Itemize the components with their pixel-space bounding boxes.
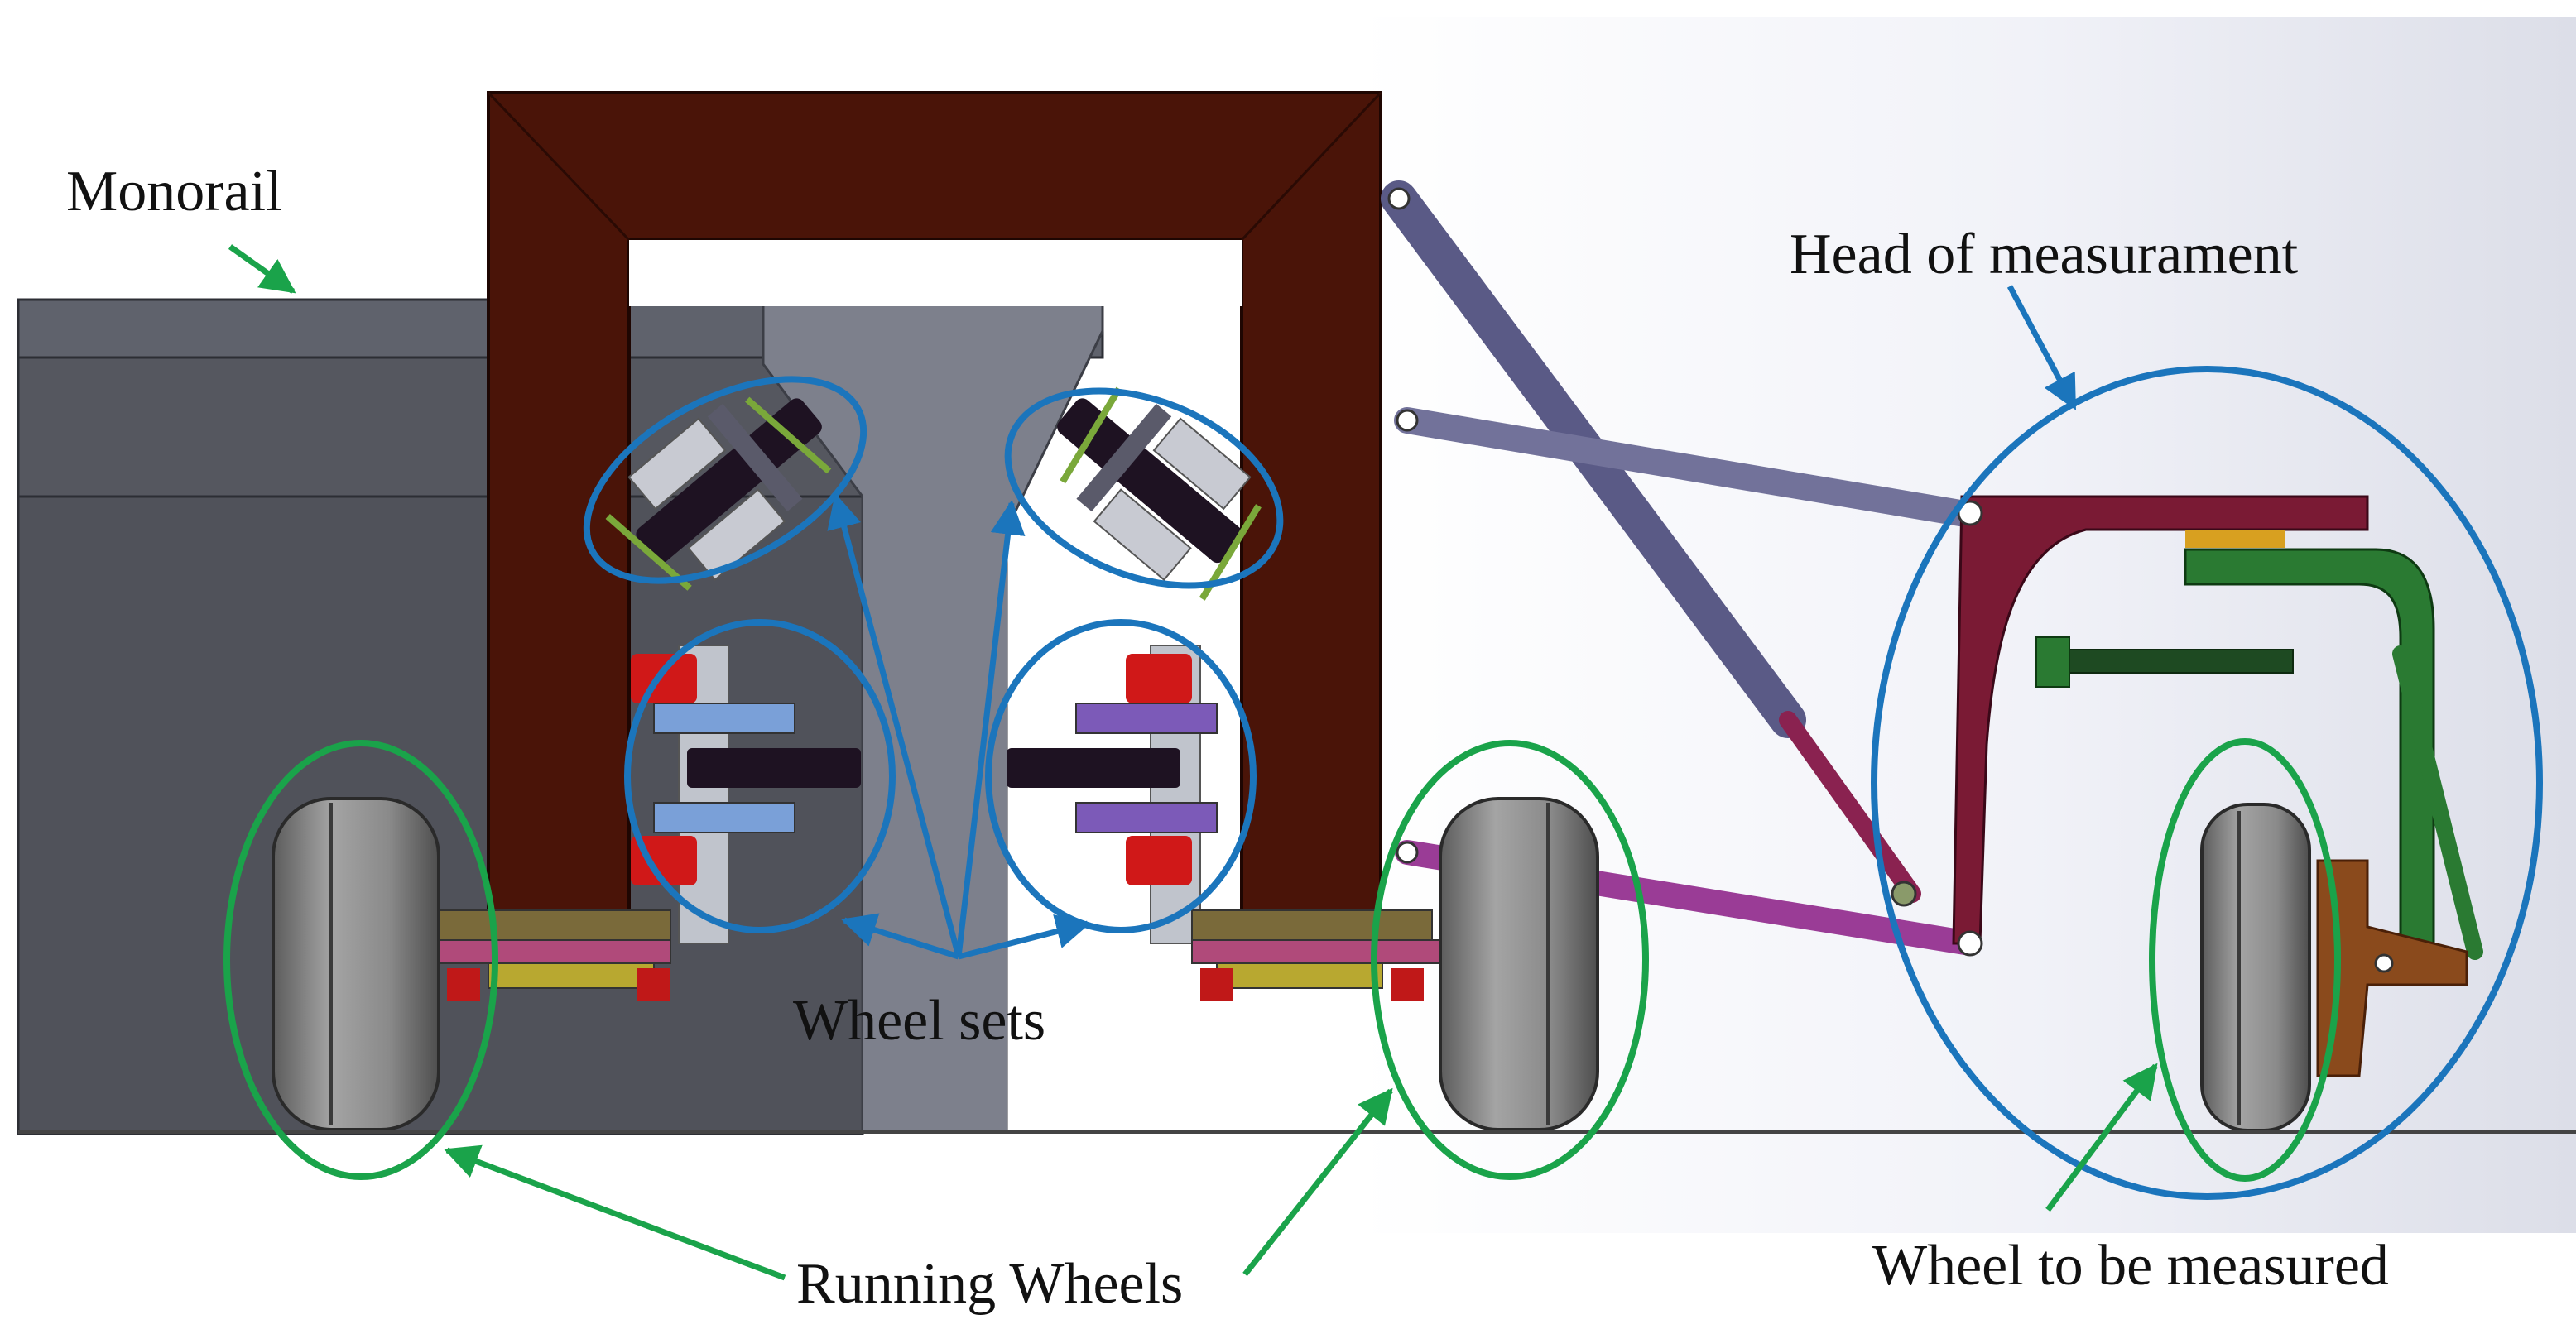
running-wheel-left [272, 797, 440, 1131]
label-head-of-measurement: Head of measurament [1790, 223, 2299, 286]
running-wheels-arrow-left [444, 1144, 786, 1281]
lower-left-wheel-set [631, 645, 861, 944]
head-highlight-ellipse [1871, 366, 2543, 1200]
wheel-set-ellipse-upper-right [1004, 387, 1284, 589]
measured-wheel [2200, 803, 2311, 1132]
running-wheel-ellipse-right [1371, 740, 1649, 1180]
wheel-set-ellipse-lower-right [985, 619, 1257, 933]
label-wheel-sets: Wheel sets [793, 989, 1045, 1053]
portal-frame [487, 91, 1382, 1132]
measured-wheel-arrow [2045, 1063, 2158, 1212]
wheel-set-ellipse-upper-left [583, 376, 867, 584]
running-wheels-arrow-right [1242, 1087, 1393, 1277]
wheel-sets-arrows [827, 492, 1092, 960]
upper-left-wheel-set [605, 396, 832, 591]
chassis-right [1191, 909, 1449, 1001]
chassis-left [421, 909, 671, 1001]
green-arrows [228, 244, 2158, 1281]
head-arrow [2006, 285, 2078, 410]
label-wheel-to-be-measured: Wheel to be measured [1872, 1234, 2389, 1298]
lower-right-wheel-set [1007, 645, 1218, 944]
upper-right-wheel-set [1057, 386, 1262, 601]
measurement-head [1952, 495, 2483, 1077]
label-running-wheels: Running Wheels [796, 1252, 1183, 1316]
measured-wheel-ellipse [2149, 738, 2341, 1182]
running-wheel-right [1439, 797, 1599, 1131]
wheel-sets-highlight [583, 376, 1284, 933]
label-monorail: Monorail [66, 160, 282, 223]
running-wheel-ellipse-left [223, 740, 498, 1180]
wheel-set-ellipse-lower-left [624, 619, 896, 933]
running-wheels-highlight [223, 740, 1649, 1180]
monorail-arrow [228, 244, 296, 294]
